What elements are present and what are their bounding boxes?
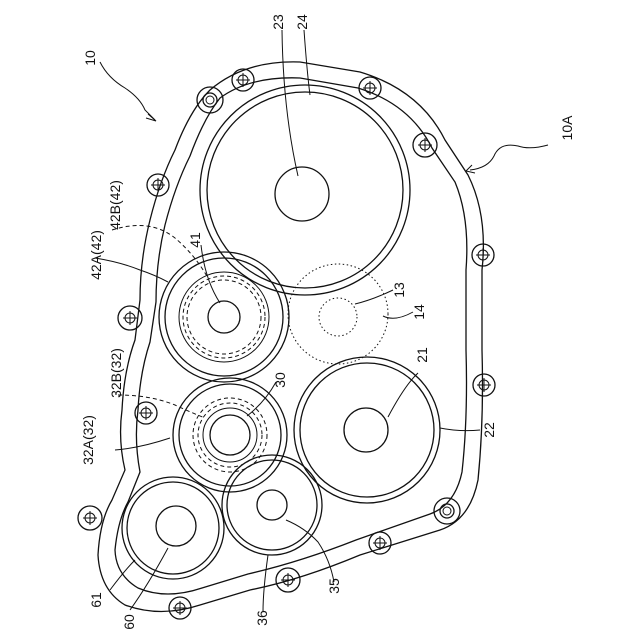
gear-61 — [122, 477, 224, 579]
label-gear-42a: 42A(42) — [88, 230, 104, 280]
leader-lines — [95, 30, 548, 612]
label-gear-35: 35 — [326, 578, 342, 594]
label-gear-61: 61 — [88, 592, 104, 608]
bolt-boss — [232, 69, 254, 91]
gear-14 — [288, 264, 388, 364]
label-case-main: 10 — [82, 50, 98, 66]
bolt-boss — [135, 402, 157, 424]
bolt-boss — [369, 532, 391, 554]
label-gear-14: 14 — [411, 304, 427, 320]
label-gear-22: 22 — [481, 422, 497, 438]
bolt-boss — [359, 77, 381, 99]
label-gear-32a: 32A(32) — [80, 415, 96, 465]
gear-32 — [173, 378, 287, 492]
gear-36 — [222, 455, 322, 555]
gear-42 — [159, 252, 289, 382]
label-gear-30: 30 — [272, 372, 288, 388]
bolt-boss — [473, 374, 495, 396]
label-gear-21: 21 — [414, 347, 430, 363]
label-gear-36: 36 — [254, 610, 270, 626]
bolt-boss — [276, 568, 300, 592]
label-case-outline: 10A — [559, 115, 575, 141]
label-gear-42b: 42B(42) — [107, 180, 123, 230]
label-gear-23: 23 — [270, 14, 286, 30]
label-gear-32b: 32B(32) — [108, 348, 124, 398]
bolt-bosses — [78, 69, 495, 619]
bolt-boss — [78, 506, 102, 530]
label-gear-13: 13 — [391, 282, 407, 298]
label-gear-60: 60 — [121, 614, 137, 630]
label-gear-41: 41 — [187, 232, 203, 248]
label-gear-24: 24 — [294, 14, 310, 30]
gear-24 — [200, 85, 410, 295]
